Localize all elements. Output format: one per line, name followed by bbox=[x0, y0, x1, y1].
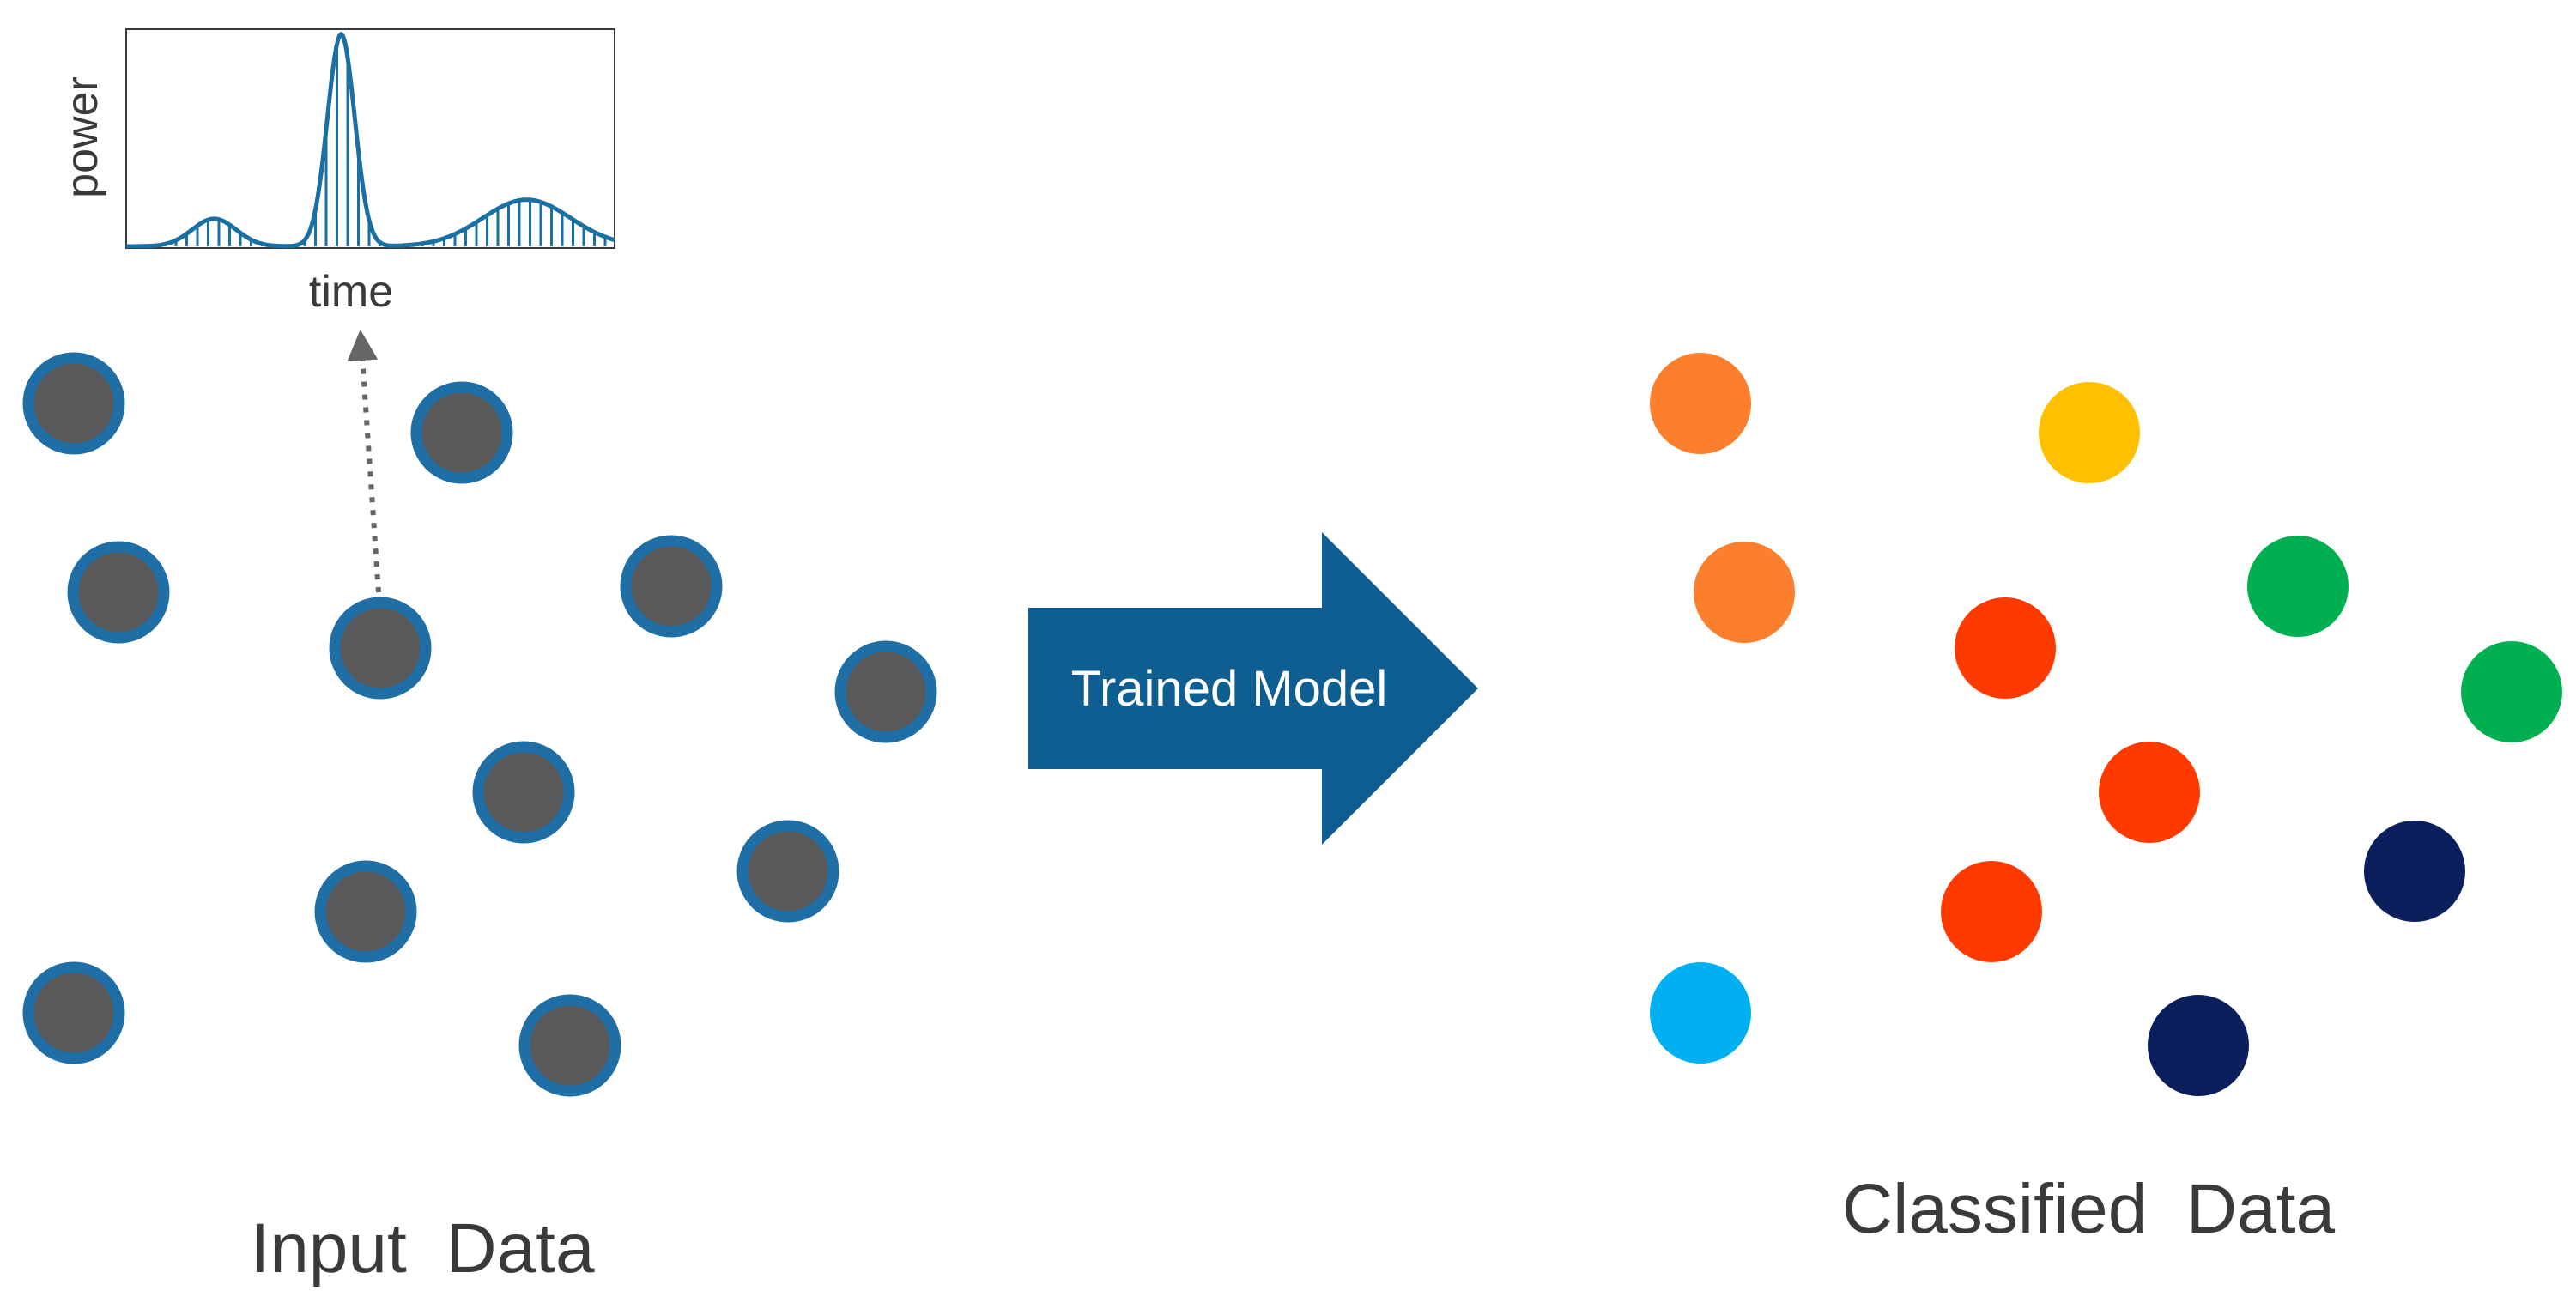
classified-point-green bbox=[2461, 641, 2562, 742]
classified-point-light-blue bbox=[1650, 962, 1751, 1064]
classified-point-red bbox=[1955, 597, 2056, 699]
plot-y-axis-label: power bbox=[58, 76, 107, 198]
input-point bbox=[518, 994, 621, 1097]
input-point bbox=[314, 860, 417, 963]
plot-frame bbox=[125, 28, 615, 249]
input-data-caption: Input Data bbox=[250, 1209, 595, 1288]
input-point bbox=[67, 541, 170, 644]
classified-data-points bbox=[1650, 353, 2562, 1096]
plot-x-axis-label: time bbox=[309, 267, 393, 317]
classified-point-navy bbox=[2148, 995, 2249, 1096]
classified-point-orange bbox=[1694, 542, 1795, 643]
classified-data-caption: Classified Data bbox=[1842, 1170, 2336, 1248]
dotted-pointer-arrow bbox=[347, 330, 381, 593]
input-point bbox=[22, 352, 125, 455]
classified-point-green bbox=[2247, 536, 2349, 637]
block-arrow-shape bbox=[1028, 532, 1478, 845]
input-point bbox=[410, 381, 513, 484]
input-data-points bbox=[22, 352, 937, 1097]
input-point bbox=[736, 820, 839, 923]
classified-point-red bbox=[1941, 861, 2042, 962]
input-point bbox=[329, 597, 432, 700]
input-point bbox=[620, 535, 723, 638]
inset-power-plot: power time bbox=[58, 28, 615, 317]
input-point bbox=[834, 640, 937, 743]
input-point bbox=[22, 961, 125, 1064]
trained-model-arrow: Trained Model bbox=[1028, 532, 1478, 845]
plot-envelope-curve bbox=[126, 31, 615, 248]
classified-point-navy bbox=[2364, 821, 2465, 922]
input-point bbox=[472, 741, 575, 844]
classified-point-yellow bbox=[2039, 382, 2140, 483]
classified-point-orange bbox=[1650, 353, 1751, 454]
trained-model-label: Trained Model bbox=[1071, 661, 1388, 717]
classified-point-red bbox=[2099, 742, 2200, 843]
